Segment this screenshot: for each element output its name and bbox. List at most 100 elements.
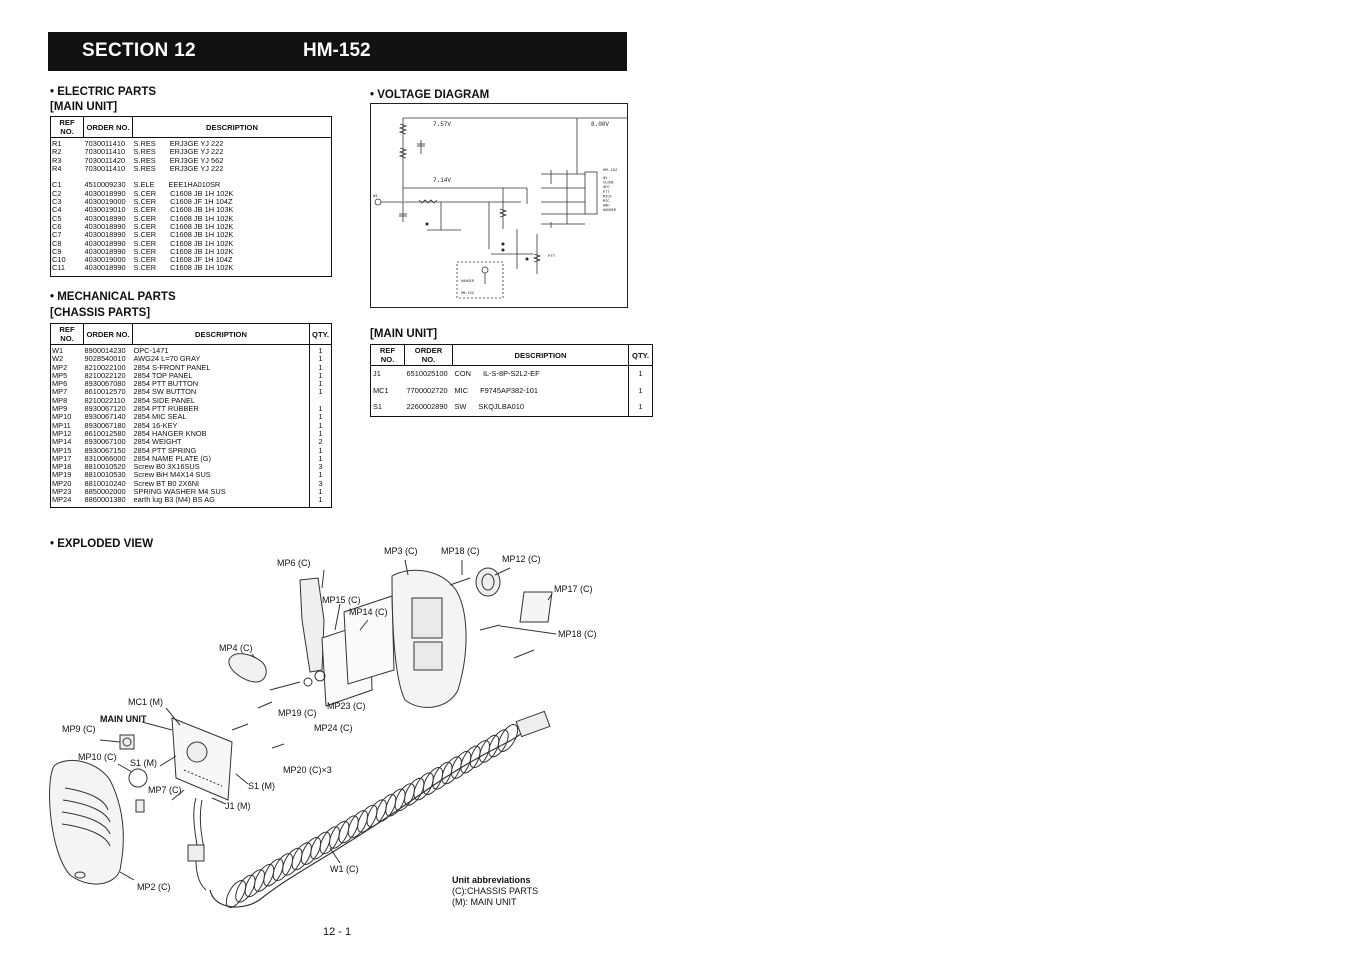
cell-order-no: 6510025100 xyxy=(406,369,448,378)
cell-description: 2854 PTT RUBBER xyxy=(133,404,199,414)
connector-pin-label: HANGER xyxy=(603,209,617,213)
callout-mp17: MP17 (C) xyxy=(554,584,593,594)
cell-order-no: 4030018990 xyxy=(84,188,126,198)
cell-qty: 1 xyxy=(309,379,332,389)
connector-pin-label: GND xyxy=(603,205,609,209)
col-ref-no: REF NO. xyxy=(370,344,405,366)
abbreviation-chassis: (C):CHASSIS PARTS xyxy=(452,886,539,896)
cell-qty: 1 xyxy=(309,454,332,464)
cord-coil xyxy=(357,804,378,833)
cell-description: Screw B0 3X16SUS xyxy=(133,462,200,472)
cell-part-name: C1608 JB 1H 102K xyxy=(170,188,234,198)
connector-pin-label: AFO xyxy=(603,186,609,190)
cell-order-no: 4030018990 xyxy=(84,213,126,223)
col-description: DESCRIPTION xyxy=(452,344,629,366)
cell-qty: 1 xyxy=(309,344,332,356)
cell-ref-no: W1 xyxy=(52,346,64,355)
electric-parts-subheading: [MAIN UNIT] xyxy=(50,101,118,113)
cell-order-no: 8930067080 xyxy=(84,379,126,389)
cell-part-name: C1608 JF 1H 104Z xyxy=(170,255,233,265)
cell-type: SW xyxy=(454,402,467,411)
hanger-model-label: HM-152 xyxy=(461,292,474,296)
col-qty: QTY. xyxy=(628,344,653,366)
mechanical-parts-subheading: [CHASSIS PARTS] xyxy=(50,307,151,319)
cell-ref-no: C5 xyxy=(52,213,62,223)
cord-coil xyxy=(488,729,509,758)
cell-qty: 1 xyxy=(309,496,332,505)
connector-pin-label: MICE xyxy=(603,195,612,199)
exploded-view-heading: • EXPLODED VIEW xyxy=(50,538,154,550)
cell-ref-no: C11 xyxy=(52,263,66,273)
cell-order-no: 8610012570 xyxy=(84,387,126,397)
cell-order-no: 9028540010 xyxy=(84,354,126,364)
cell-description: 2854 NAME PLATE (G) xyxy=(133,453,212,463)
connector-pin-label: PTT xyxy=(603,191,610,195)
cell-description: earth lug B3 (M4) BS AG xyxy=(133,495,215,505)
padding-cell xyxy=(309,504,332,508)
cell-qty: 1 xyxy=(309,487,332,497)
exploded-view-drawing xyxy=(49,559,557,908)
callout-mp4: MP4 (C) xyxy=(219,643,253,653)
ptt-label: PTT xyxy=(548,255,556,259)
cell-type: CON xyxy=(454,369,471,378)
cell-type: S.CER xyxy=(133,205,157,215)
cell-ref-no: MP23 xyxy=(52,487,72,497)
cell-part-name: F9745AP382-101 xyxy=(480,385,539,395)
cell-part-name: C1608 JB 1H 102K xyxy=(170,246,234,256)
cell-ref-no: MP18 xyxy=(52,462,72,472)
cell-order-no: 7030011410 xyxy=(84,139,126,148)
cord-coil xyxy=(347,810,369,839)
cell-order-no: 7030011420 xyxy=(84,155,126,165)
cell-order-no: 4030018990 xyxy=(84,230,126,240)
cord-coil xyxy=(263,858,284,887)
cell-ref-no: MP20 xyxy=(52,478,72,488)
cell-ref-no: MP7 xyxy=(52,387,68,397)
cord-coil xyxy=(282,847,303,876)
col-order-no: ORDER NO. xyxy=(404,344,453,366)
cell-part-name: C1608 JB 1H 102K xyxy=(170,263,234,273)
cell-order-no: 4030019000 xyxy=(84,197,126,207)
cord-coil xyxy=(432,761,453,790)
callout-mp14: MP14 (C) xyxy=(349,607,388,617)
cell-ref-no: R2 xyxy=(52,147,62,157)
abbreviation-main: (M): MAIN UNIT xyxy=(452,897,517,907)
cell-order-no: 8310066000 xyxy=(84,453,126,463)
cord-coil xyxy=(319,826,340,855)
cell-order-no: 4030018990 xyxy=(84,246,126,256)
cell-description: 2854 SW BUTTON xyxy=(133,387,197,397)
cell-description: 2854 WEIGHT xyxy=(133,437,182,447)
cell-type: S.CER xyxy=(133,255,157,265)
cell-qty: 3 xyxy=(309,479,332,489)
callout-s1-right: S1 (M) xyxy=(248,781,275,791)
cell-qty: 1 xyxy=(628,382,653,399)
cord-coil xyxy=(394,783,415,812)
cell-type: S.RES xyxy=(133,155,156,165)
cord-coil xyxy=(404,777,425,806)
cell-ref-no: W2 xyxy=(52,354,64,364)
cell-qty: 1 xyxy=(309,446,332,455)
callout-mp15: MP15 (C) xyxy=(322,595,361,605)
cell-order-no: 7030011410 xyxy=(84,147,126,157)
cell-order-no: 2260002890 xyxy=(406,402,448,411)
cell-description xyxy=(133,173,332,181)
col-ref-no: REF NO. xyxy=(50,323,84,345)
cord-coil xyxy=(291,842,312,871)
